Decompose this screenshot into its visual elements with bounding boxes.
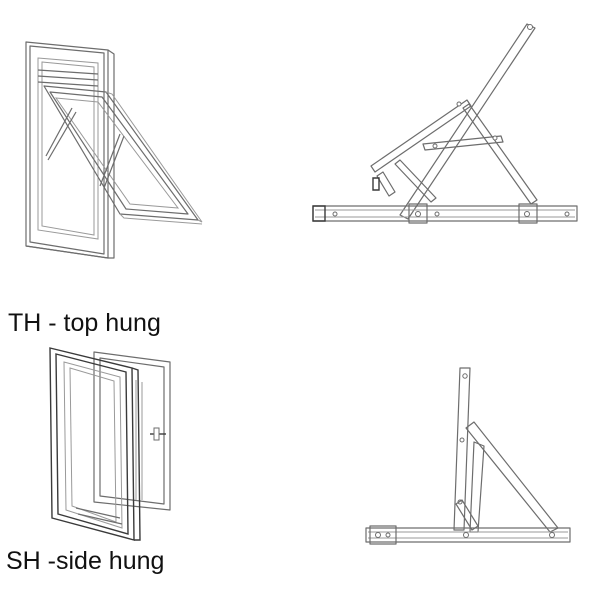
top-hung-window-illustration	[20, 36, 205, 261]
side-hung-friction-hinge-illustration	[362, 362, 582, 547]
side-hung-window-illustration	[36, 340, 186, 545]
side-hung-caption: SH -side hung	[6, 547, 165, 575]
top-hung-friction-hinge-illustration	[305, 18, 595, 233]
top-hung-caption: TH - top hung	[8, 309, 161, 337]
